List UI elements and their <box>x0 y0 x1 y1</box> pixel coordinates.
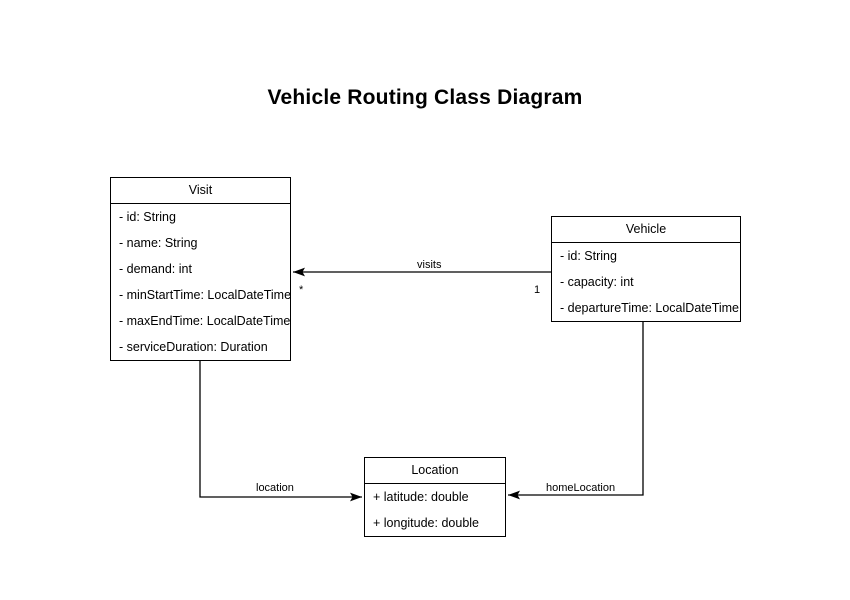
edge-label-visits: visits <box>414 259 445 271</box>
class-name-visit: Visit <box>111 178 290 204</box>
attribute-row: - id: String <box>560 249 617 263</box>
attribute-row: - minStartTime: LocalDateTime <box>119 288 292 302</box>
edge-label-home-location: homeLocation <box>543 482 619 494</box>
attribute-row: + latitude: double <box>373 490 469 504</box>
class-attributes-visit: - id: String - name: String - demand: in… <box>111 204 292 360</box>
attribute-row: - id: String <box>119 210 176 224</box>
attribute-row: - serviceDuration: Duration <box>119 340 268 354</box>
attribute-row: - capacity: int <box>560 275 634 289</box>
multiplicity-visits-target: * <box>297 284 306 296</box>
attribute-row: - departureTime: LocalDateTime <box>560 301 740 315</box>
class-attributes-vehicle: - id: String - capacity: int - departure… <box>552 243 740 321</box>
class-box-vehicle[interactable]: Vehicle - id: String - capacity: int - d… <box>551 216 741 322</box>
attribute-row: + longitude: double <box>373 516 479 530</box>
class-box-location[interactable]: Location + latitude: double + longitude:… <box>364 457 506 537</box>
edge-label-location: location <box>253 482 297 494</box>
class-attributes-location: + latitude: double + longitude: double <box>365 484 505 536</box>
multiplicity-visits-source: 1 <box>532 284 543 296</box>
page-title: Vehicle Routing Class Diagram <box>267 86 583 109</box>
attribute-row: - maxEndTime: LocalDateTime <box>119 314 291 328</box>
class-box-visit[interactable]: Visit - id: String - name: String - dema… <box>110 177 291 361</box>
class-name-location: Location <box>365 458 505 484</box>
attribute-row: - name: String <box>119 236 198 250</box>
class-name-vehicle: Vehicle <box>552 217 740 243</box>
edge-location <box>199 360 362 502</box>
edge-home-location <box>508 321 644 500</box>
attribute-row: - demand: int <box>119 262 192 276</box>
